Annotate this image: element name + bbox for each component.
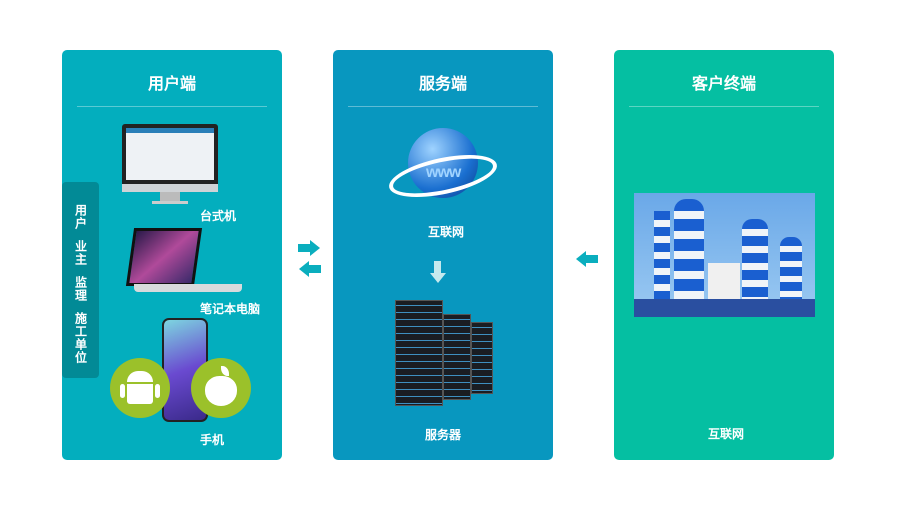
role-owner: 业主 xyxy=(73,240,88,266)
desktop-image xyxy=(122,124,218,206)
apple-icon xyxy=(191,358,251,418)
panel-title: 服务端 xyxy=(418,76,467,93)
panel-title: 用户端 xyxy=(147,76,196,93)
divider xyxy=(629,106,819,107)
role-user: 用户 xyxy=(73,204,88,230)
customer-panel: 客户终端 互联网 xyxy=(614,50,834,460)
client-panel: 用户端 台式机 笔记本电脑 手机 xyxy=(62,50,282,460)
globe-www-icon: www xyxy=(385,128,501,206)
phone-label: 手机 xyxy=(200,433,225,447)
role-contractor: 施工单位 xyxy=(73,312,88,364)
server-label: 服务器 xyxy=(425,428,462,442)
server-rack-image xyxy=(395,300,493,410)
desktop-label: 台式机 xyxy=(200,209,237,223)
internet-label: 互联网 xyxy=(428,225,465,239)
laptop-label: 笔记本电脑 xyxy=(200,302,261,316)
internet-label: 互联网 xyxy=(708,427,745,441)
role-supervisor: 监理 xyxy=(73,276,88,302)
android-icon xyxy=(110,358,170,418)
server-panel: 服务端 www 互联网 服务器 xyxy=(333,50,553,460)
divider xyxy=(77,106,267,107)
panel-title: 客户终端 xyxy=(691,76,756,93)
role-list: 用户业主监理施工单位 xyxy=(62,182,99,378)
mixing-plant-image xyxy=(634,193,815,317)
divider xyxy=(348,106,538,107)
laptop-image xyxy=(125,228,242,294)
